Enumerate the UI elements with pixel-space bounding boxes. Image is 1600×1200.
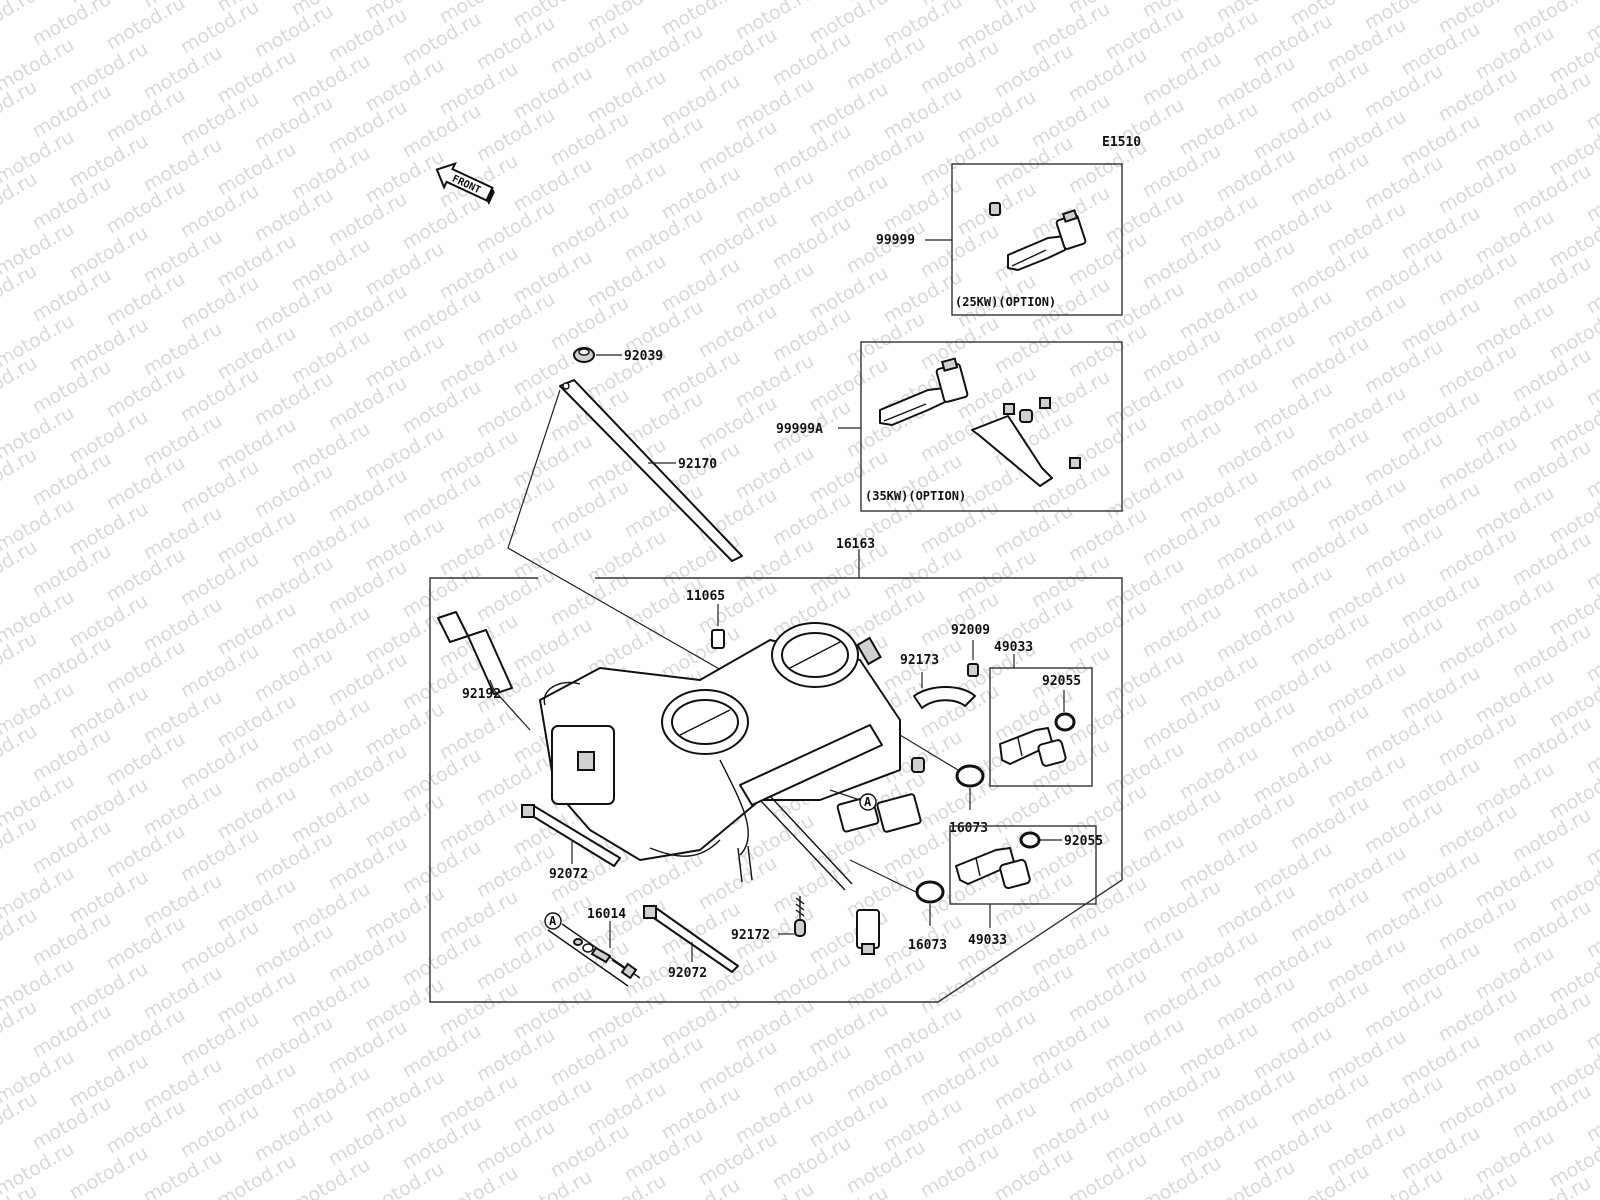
injector-box-bottom: [949, 825, 1097, 905]
screw-92172: [794, 896, 806, 937]
label-92039: 92039: [624, 349, 663, 364]
ref-marker-a-lower: A: [544, 912, 562, 930]
label-92172: 92172: [731, 928, 770, 943]
label-16014: 16014: [587, 907, 626, 922]
label-92009: 92009: [951, 623, 990, 638]
hose-92192: [437, 611, 513, 695]
screw-92009: [967, 663, 979, 677]
stay-92170: [559, 379, 743, 562]
label-92055-top: 92055: [1042, 674, 1081, 689]
option-box-35kw: [860, 341, 1123, 512]
label-92192: 92192: [462, 687, 501, 702]
screw-16014: [547, 923, 641, 987]
injector-49033-bottom: [955, 847, 1031, 890]
label-49033-top: 49033: [994, 640, 1033, 655]
restrictor-kit-25kw: [989, 202, 1087, 271]
injector-49033-top: [999, 727, 1067, 767]
label-16073-top: 16073: [949, 821, 988, 836]
caption-35kw: (35KW)(OPTION): [865, 489, 966, 503]
o-ring-92055-top: [1054, 712, 1076, 732]
seal-16073-top: [955, 764, 985, 788]
label-92173: 92173: [900, 653, 939, 668]
band-92072-bottom: [643, 905, 739, 973]
restrictor-kit-35kw: [879, 357, 1081, 487]
cap-11065: [711, 629, 725, 649]
seal-16073-bottom: [915, 880, 945, 904]
throttle-body-assembly: [539, 622, 925, 955]
caption-25kw: (25KW)(OPTION): [955, 295, 1056, 309]
ref-marker-a-upper: A: [859, 793, 877, 811]
diagram-code: E1510: [1102, 135, 1141, 150]
throttle-assembly-box: [429, 577, 1123, 1003]
label-16073-bottom: 16073: [908, 938, 947, 953]
grommet-92039: [573, 347, 595, 363]
label-11065: 11065: [686, 589, 725, 604]
label-92072-left: 92072: [549, 867, 588, 882]
svg-text:A: A: [864, 795, 872, 809]
band-92072-left: [521, 804, 621, 867]
svg-text:A: A: [549, 914, 557, 928]
label-92170: 92170: [678, 457, 717, 472]
label-99999: 99999: [876, 233, 915, 248]
label-49033-bottom: 49033: [968, 933, 1007, 948]
o-ring-92055-bottom: [1019, 831, 1041, 849]
injector-box-top: [989, 667, 1093, 787]
label-92055-bottom: 92055: [1064, 834, 1103, 849]
label-16163: 16163: [836, 537, 875, 552]
clamp-92173: [913, 686, 976, 709]
label-92072-bottom: 92072: [668, 966, 707, 981]
label-99999a: 99999A: [776, 422, 823, 437]
